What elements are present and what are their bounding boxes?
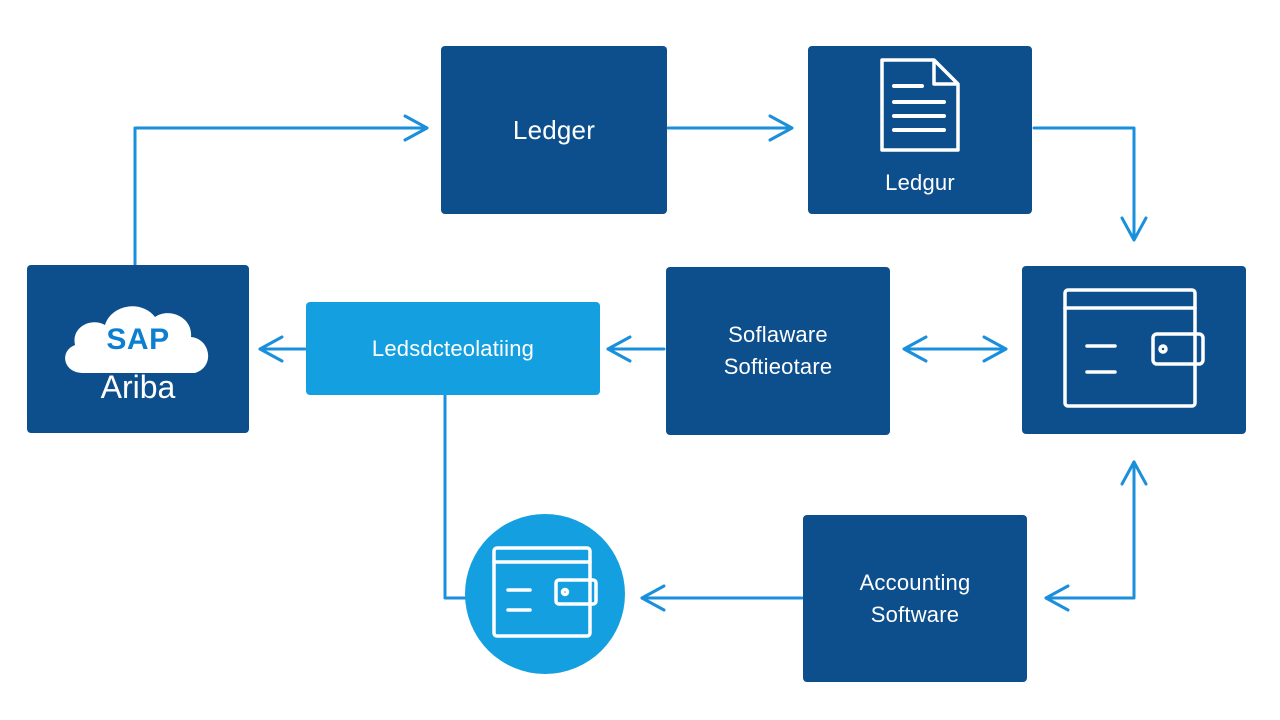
node-label: Ledgur (885, 169, 955, 195)
node-sap-ariba[interactable]: SAP Ariba (27, 265, 249, 433)
arrowhead (640, 584, 666, 612)
arrowhead (606, 335, 632, 363)
node-label-line2: Softieotare (723, 354, 833, 379)
node-wallet-circle[interactable] (465, 514, 625, 674)
arrowhead (902, 335, 928, 363)
edge-ledger-doc-to-wallet (1032, 126, 1136, 240)
node-label: Ledsdcteolatiing (371, 335, 535, 361)
node-wallet[interactable] (1022, 266, 1246, 434)
arrowhead (1120, 216, 1148, 242)
node-label-line1: Soflaware (728, 322, 828, 347)
edge-middle-to-circle (443, 394, 467, 600)
arrowhead (258, 335, 284, 363)
node-label: Ariba (100, 368, 176, 405)
node-label-line1: Accounting (859, 569, 971, 595)
node-ledger-doc[interactable]: Ledgur (808, 46, 1032, 214)
edge-accounting-wallet (1044, 460, 1136, 600)
node-label-line2: Software (870, 601, 960, 627)
sap-logo-text: SAP (106, 322, 170, 356)
node-label: Ledger (512, 115, 596, 145)
cloud-icon: SAP (53, 287, 223, 373)
node-ledger[interactable]: Ledger (441, 46, 667, 214)
arrowhead (1120, 460, 1148, 486)
node-middle-process[interactable]: Ledsdcteolatiing (306, 302, 600, 395)
edge-ariba-to-ledger (133, 126, 427, 267)
wallet-icon (1061, 286, 1207, 415)
arrowhead (768, 114, 794, 142)
arrowhead (403, 114, 429, 142)
arrowhead (1044, 584, 1070, 612)
node-accounting-software[interactable]: Accounting Software (803, 515, 1027, 682)
wallet-icon (490, 544, 600, 645)
document-icon (878, 56, 962, 159)
node-software[interactable]: Soflaware Softieotare (666, 267, 890, 435)
arrowhead (982, 335, 1008, 363)
